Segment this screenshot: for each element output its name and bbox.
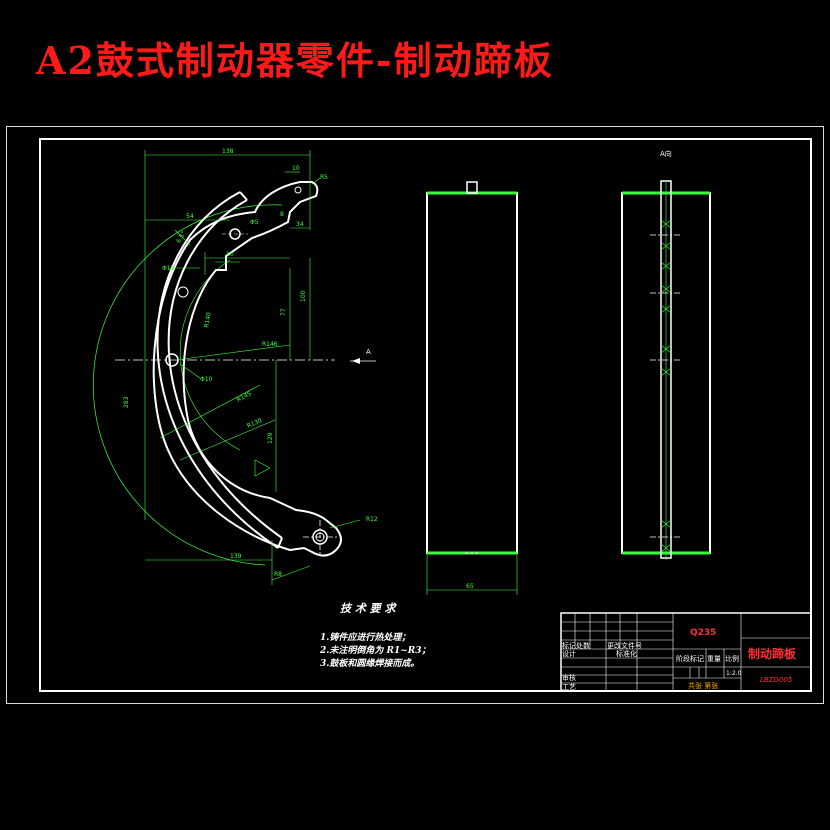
dimension-arrow <box>254 459 271 477</box>
view-label: A向 <box>660 149 672 158</box>
construction-arc <box>92 204 283 566</box>
dim-r12: R12 <box>366 516 378 523</box>
dim-v-77: 77 <box>280 308 287 316</box>
dim-r145: R145 <box>236 390 253 404</box>
hole-small-left <box>177 286 189 298</box>
tb-weight: 重量 <box>707 655 721 663</box>
construction-arc-inner <box>179 259 241 451</box>
section-arrow-head <box>352 358 360 364</box>
tech-item: 3.鼓板和圆缘焊接而成。 <box>320 658 419 669</box>
a-direction-view: A向 <box>621 149 711 560</box>
dim-hole-small: Φ5 <box>250 219 259 226</box>
web-plate-outline <box>152 181 342 557</box>
tb-design: 设计 <box>562 649 576 658</box>
tb-material: Q235 <box>690 628 716 638</box>
side-view: 65 <box>426 181 518 595</box>
tb-drawing-no: LBZD005 <box>760 676 793 684</box>
dim-bottom-139: 139 <box>230 553 242 560</box>
tb-review: 审核 <box>562 673 576 682</box>
tb-std: 标准化 <box>616 649 637 658</box>
tech-item: 2.未注明倒角为 R1~R3； <box>319 645 431 656</box>
hole-top-right <box>294 186 302 194</box>
dim-slot-10: 10 <box>226 251 234 258</box>
brake-shoe-front-view: A 138 10 R5 54 8 34 6.5° Φ5 10 100 77 R1… <box>92 148 378 585</box>
rim-top-end <box>239 191 248 201</box>
inner-frame <box>39 138 812 692</box>
title-block: Q235 制动蹄板 LBZD005 1:2.0 共张 第张 标记处数 更改文件号… <box>560 612 812 692</box>
dim-left-total: 283 <box>123 396 130 408</box>
tb-file: 更改文件号 <box>607 641 642 650</box>
dim-bottom-r8: R8 <box>274 571 282 578</box>
sheet-outer-frame <box>6 126 824 704</box>
dim-r140: R140 <box>203 312 213 329</box>
dim-top-small-a: 10 <box>292 165 300 172</box>
tb-scale: 1:2.0 <box>726 670 742 677</box>
dim-top-right-8: 8 <box>280 211 284 218</box>
dim-hole-10: Φ10 <box>200 376 213 383</box>
dim-r146: R146 <box>262 341 278 348</box>
tb-stage: 阶段标记 <box>676 654 704 663</box>
drawing-title: A2鼓式制动器零件-制动蹄板 <box>36 38 554 83</box>
dim-left-hole-13: Φ13 <box>162 265 175 272</box>
dimension-lines <box>144 150 361 585</box>
tb-process: 工艺 <box>562 683 576 691</box>
dim-top-right-34: 34 <box>296 221 304 228</box>
dim-v-100: 100 <box>300 290 307 302</box>
dim-top-width: 138 <box>222 148 234 155</box>
rim-outer-edge <box>156 191 279 549</box>
section-arrow-label: A <box>366 348 371 356</box>
tech-heading: 技 术 要 求 <box>340 602 397 615</box>
tb-part-name: 制动蹄板 <box>748 646 797 661</box>
rim-inner-edge <box>167 199 283 539</box>
tb-mark: 标记处数 <box>562 641 590 650</box>
technical-requirements: 技 术 要 求 1.铸件应进行热处理； 2.未注明倒角为 R1~R3； 3.鼓板… <box>319 602 431 669</box>
tb-ratio: 比例 <box>725 654 739 663</box>
tech-item: 1.铸件应进行热处理； <box>320 632 410 643</box>
dim-left-offset: 54 <box>186 213 194 220</box>
dim-v-129: 129 <box>267 432 274 444</box>
dim-r130: R130 <box>246 417 263 430</box>
dim-top-small-b: R5 <box>320 174 328 181</box>
dim-side-width: 65 <box>466 583 474 590</box>
tb-sheets: 共张 第张 <box>688 681 718 690</box>
